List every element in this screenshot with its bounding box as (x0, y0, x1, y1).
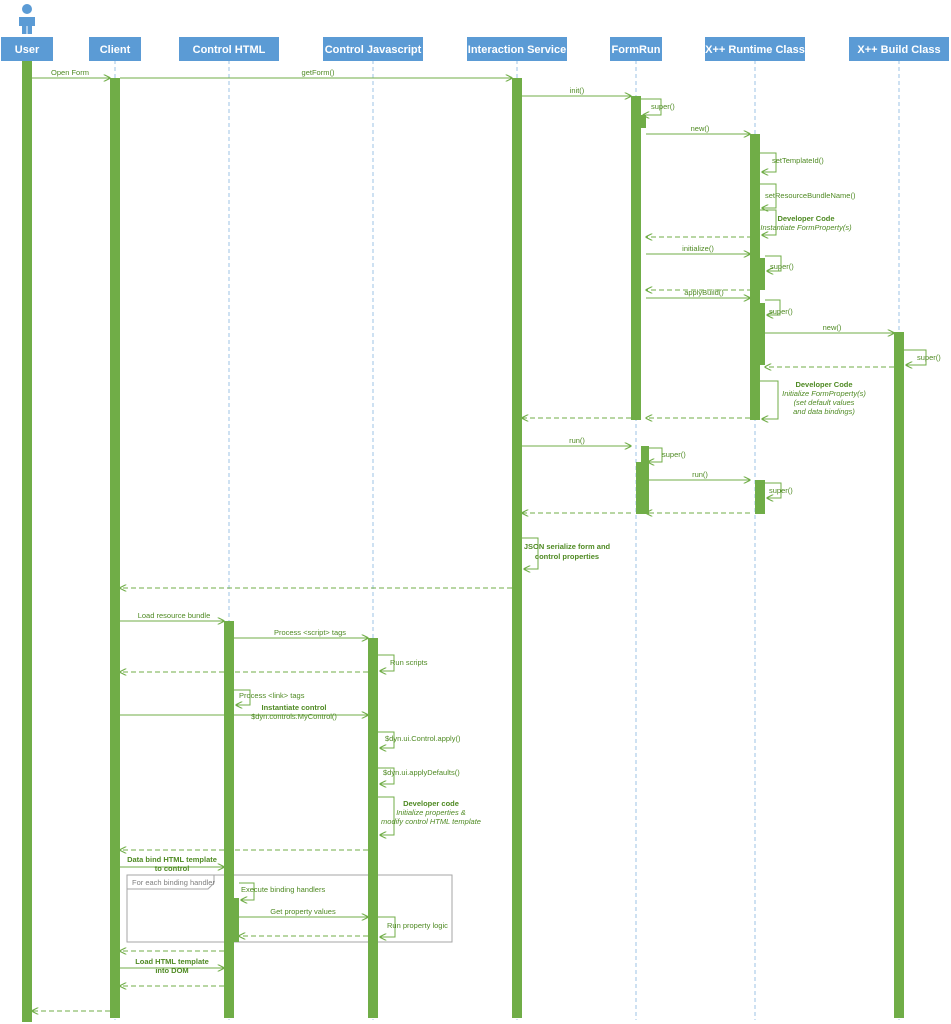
activation-bar (894, 332, 904, 1018)
loop-frame-label: For each binding handler (132, 878, 215, 887)
lifeline-label-svc: Interaction Service (468, 44, 566, 56)
note-text: to control (155, 864, 190, 873)
message-label: Open Form (51, 68, 89, 77)
activation-bar (755, 480, 765, 514)
message-label: new() (691, 124, 710, 133)
note-text: Initialize properties & (396, 808, 466, 817)
message-label: super() (770, 262, 794, 271)
message-label: run() (692, 470, 708, 479)
person-icon (19, 4, 35, 34)
self-message-arrow (765, 299, 781, 315)
self-message-arrow (239, 882, 255, 900)
lifeline-header-client (89, 37, 141, 61)
lifeline-header-formrun (610, 37, 662, 61)
message-label: super() (769, 486, 793, 495)
self-message-arrow (765, 255, 782, 271)
self-message-arrow (760, 183, 777, 208)
message-label: Load resource bundle (138, 611, 211, 620)
activation-bar (636, 462, 646, 514)
note-text: Data bind HTML template (127, 855, 217, 864)
message-label: run() (569, 436, 585, 445)
note-text: Developer Code (795, 380, 852, 389)
note-text: JSON serialize form and (524, 542, 611, 551)
note-text: and data bindings) (793, 407, 855, 416)
message-label: initialize() (682, 244, 714, 253)
loop-frame (126, 874, 453, 943)
activation-bar (641, 115, 646, 128)
self-message-arrow (378, 654, 395, 671)
activation-bar (760, 258, 765, 290)
self-message-arrow (522, 537, 539, 569)
message-label: Run property logic (387, 921, 448, 930)
activation-bar (229, 898, 239, 942)
lifeline-label-html: Control HTML (193, 44, 266, 56)
self-message-arrow (378, 916, 396, 937)
activation-bar (110, 78, 120, 1018)
note-text: (set default values (794, 398, 855, 407)
message-label: Run scripts (390, 658, 428, 667)
activation-bar (760, 303, 765, 365)
lifeline-label-user: User (15, 44, 40, 56)
self-message-arrow (760, 152, 777, 172)
lifeline-header-rt (705, 37, 805, 61)
activation-bar (512, 78, 522, 1018)
lifeline-header-build (849, 37, 949, 61)
activation-bar (631, 96, 641, 420)
message-label: setTemplateId() (772, 156, 824, 165)
self-message-arrow (760, 209, 777, 235)
lifeline-header-html (179, 37, 279, 61)
note-text: Instantiate control (261, 703, 326, 712)
self-message-arrow (378, 767, 395, 784)
note-text: into DOM (155, 966, 188, 975)
self-message-arrow (904, 349, 927, 365)
message-label: super() (662, 450, 686, 459)
lifeline-label-js: Control Javascript (325, 44, 422, 56)
note-text: Load HTML template (135, 957, 209, 966)
activation-bar (22, 60, 32, 1022)
activation-bar (224, 621, 234, 1018)
self-message-arrow (234, 689, 251, 705)
message-label: init() (570, 86, 585, 95)
message-label: Get property values (270, 907, 336, 916)
message-label: super() (917, 353, 941, 362)
lifeline-header-svc (467, 37, 567, 61)
note-text: Developer Code (777, 214, 834, 223)
message-label: $dyn.ui.applyDefaults() (383, 768, 460, 777)
self-message-arrow (378, 796, 395, 835)
note-text: Instantiate FormProperty(s) (760, 223, 852, 232)
lifeline-label-client: Client (100, 44, 131, 56)
message-label: applyBuild() (684, 288, 724, 297)
loop-frame-tab (126, 874, 215, 890)
message-label: Execute binding handlers (241, 885, 325, 894)
message-label: $dyn.ui.Control.apply() (385, 734, 461, 743)
lifeline-label-rt: X++ Runtime Class (705, 44, 805, 56)
message-label: new() (823, 323, 842, 332)
lifeline-label-build: X++ Build Class (857, 44, 940, 56)
lifeline-header-user (1, 37, 53, 61)
note-text: modify control HTML template (381, 817, 481, 826)
activation-bar (368, 638, 378, 1018)
note-text: $dyn.controls.MyControl() (251, 712, 337, 721)
self-message-arrow (641, 98, 662, 115)
note-text: control properties (535, 552, 599, 561)
self-message-arrow (760, 380, 779, 419)
message-label: setResourceBundleName() (765, 191, 856, 200)
message-label: Process <link> tags (239, 691, 305, 700)
message-label: Process <script> tags (274, 628, 346, 637)
self-message-arrow (378, 731, 395, 748)
note-text: Initialize FormProperty(s) (782, 389, 866, 398)
self-message-arrow (765, 482, 782, 498)
message-label: super() (651, 102, 675, 111)
self-message-arrow (646, 447, 663, 462)
message-label: super() (769, 307, 793, 316)
note-text: Developer code (403, 799, 459, 808)
message-label: getForm() (302, 68, 335, 77)
activation-bar (750, 134, 760, 420)
lifeline-label-formrun: FormRun (612, 44, 661, 56)
lifeline-header-js (323, 37, 423, 61)
